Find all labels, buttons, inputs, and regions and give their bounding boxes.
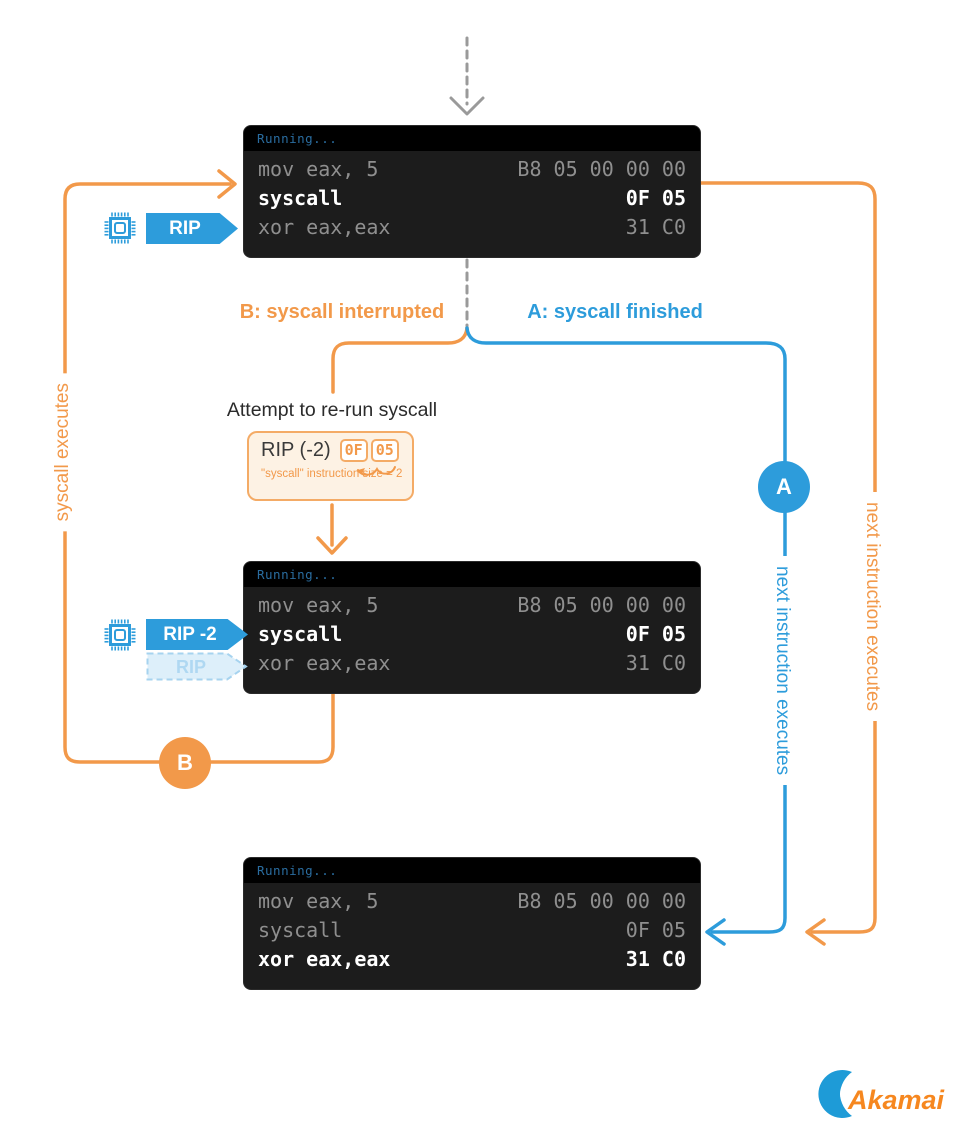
opcode-bytes: B8 05 00 00 00 — [517, 156, 686, 181]
asm-text: xor eax,eax — [258, 214, 391, 239]
terminal-body: mov eax, 5 B8 05 00 00 00 syscall 0F 05 … — [244, 151, 700, 241]
instruction-row-syscall: syscall 0F 05 — [258, 619, 686, 648]
opcode-bytes: 31 C0 — [625, 214, 686, 239]
instruction-row-xor: xor eax,eax 31 C0 — [258, 944, 686, 973]
loop-b-arrowhead-icon — [217, 169, 237, 199]
terminal-body: mov eax, 5 B8 05 00 00 00 syscall 0F 05 … — [244, 883, 700, 973]
edge-label-syscall-executes: syscall executes — [51, 373, 75, 532]
attempt-rerun-label: Attempt to re-run syscall — [226, 399, 438, 421]
asm-text: mov eax, 5 — [258, 888, 379, 913]
edge-label-next-instruction-orange: next instruction executes — [860, 492, 884, 722]
terminal-status-text: Running... — [257, 863, 338, 878]
instruction-row-syscall: syscall 0F 05 — [258, 183, 686, 212]
rip-minus2-pointer-tag: RIP -2 — [146, 619, 248, 650]
terminal-window-rerun: Running... mov eax, 5 B8 05 00 00 00 sys… — [244, 562, 700, 693]
instruction-row-mov: mov eax, 5 B8 05 00 00 00 — [258, 154, 686, 183]
opcode-bytes: 0F 05 — [625, 621, 686, 646]
blue-arrowhead-icon — [705, 918, 726, 946]
rip-tag-label: RIP — [169, 217, 201, 239]
syscall-bytes: 0F 05 — [339, 439, 399, 462]
rip-rewind-note: RIP (-2) 0F 05 "syscall" instruction siz… — [247, 431, 414, 501]
instruction-row-mov: mov eax, 5 B8 05 00 00 00 — [258, 590, 686, 619]
asm-text: xor eax,eax — [258, 650, 391, 675]
opcode-bytes: 0F 05 — [625, 185, 686, 210]
ghost-rip-pointer-tag: RIP — [146, 652, 248, 681]
asm-text: syscall — [258, 185, 343, 210]
opcode-bytes: 31 C0 — [625, 650, 686, 675]
opcode-bytes: B8 05 00 00 00 — [517, 888, 686, 913]
branch-b-line — [331, 326, 469, 394]
instruction-row-xor: xor eax,eax 31 C0 — [258, 212, 686, 241]
note-arrowhead-icon — [316, 536, 348, 555]
asm-text: mov eax, 5 — [258, 156, 379, 181]
cpu-chip-icon — [104, 212, 136, 244]
akamai-logo: Akamai — [818, 1070, 945, 1118]
branch-a-badge: A — [758, 461, 810, 513]
akamai-swoosh-icon — [818, 1070, 852, 1118]
asm-text: mov eax, 5 — [258, 592, 379, 617]
asm-text: syscall — [258, 917, 343, 942]
edge-label-next-instruction-blue: next instruction executes — [770, 556, 794, 786]
rip-minus2-tag-label: RIP -2 — [163, 623, 217, 645]
akamai-wordmark: Akamai — [847, 1085, 945, 1115]
instruction-row-syscall: syscall 0F 05 — [258, 915, 686, 944]
terminal-status-text: Running... — [257, 567, 338, 582]
branch-b-label: B: syscall interrupted — [239, 301, 445, 323]
instruction-row-xor: xor eax,eax 31 C0 — [258, 648, 686, 677]
terminal-window-after: Running... mov eax, 5 B8 05 00 00 00 sys… — [244, 858, 700, 989]
terminal-body: mov eax, 5 B8 05 00 00 00 syscall 0F 05 … — [244, 587, 700, 677]
byte-chip-05: 05 — [370, 439, 399, 462]
opcode-bytes: 0F 05 — [625, 917, 686, 942]
terminal-titlebar: Running... — [244, 858, 700, 883]
branch-b-badge: B — [159, 737, 211, 789]
byte-chip-0f: 0F — [339, 439, 368, 462]
asm-text: xor eax,eax — [258, 946, 391, 971]
rewind-curve-arrow-icon — [357, 466, 396, 476]
rip-pointer-tag: RIP — [146, 213, 238, 244]
terminal-titlebar: Running... — [244, 562, 700, 587]
asm-text: syscall — [258, 621, 343, 646]
branch-a-label: A: syscall finished — [527, 301, 703, 323]
instruction-size-caption: "syscall" instruction size = 2 — [261, 468, 403, 480]
rip-minus-2-text: RIP (-2) — [261, 439, 331, 461]
opcode-bytes: 31 C0 — [625, 946, 686, 971]
terminal-titlebar: Running... — [244, 126, 700, 151]
cpu-chip-icon — [104, 619, 136, 651]
ghost-rip-label: RIP — [176, 657, 206, 677]
rip-rewind-row: RIP (-2) 0F 05 — [261, 439, 404, 462]
orange-arrowhead-icon — [805, 918, 826, 946]
entry-arrowhead-icon — [449, 96, 485, 116]
opcode-bytes: B8 05 00 00 00 — [517, 592, 686, 617]
terminal-window-current: Running... mov eax, 5 B8 05 00 00 00 sys… — [244, 126, 700, 257]
terminal-status-text: Running... — [257, 131, 338, 146]
instruction-row-mov: mov eax, 5 B8 05 00 00 00 — [258, 886, 686, 915]
